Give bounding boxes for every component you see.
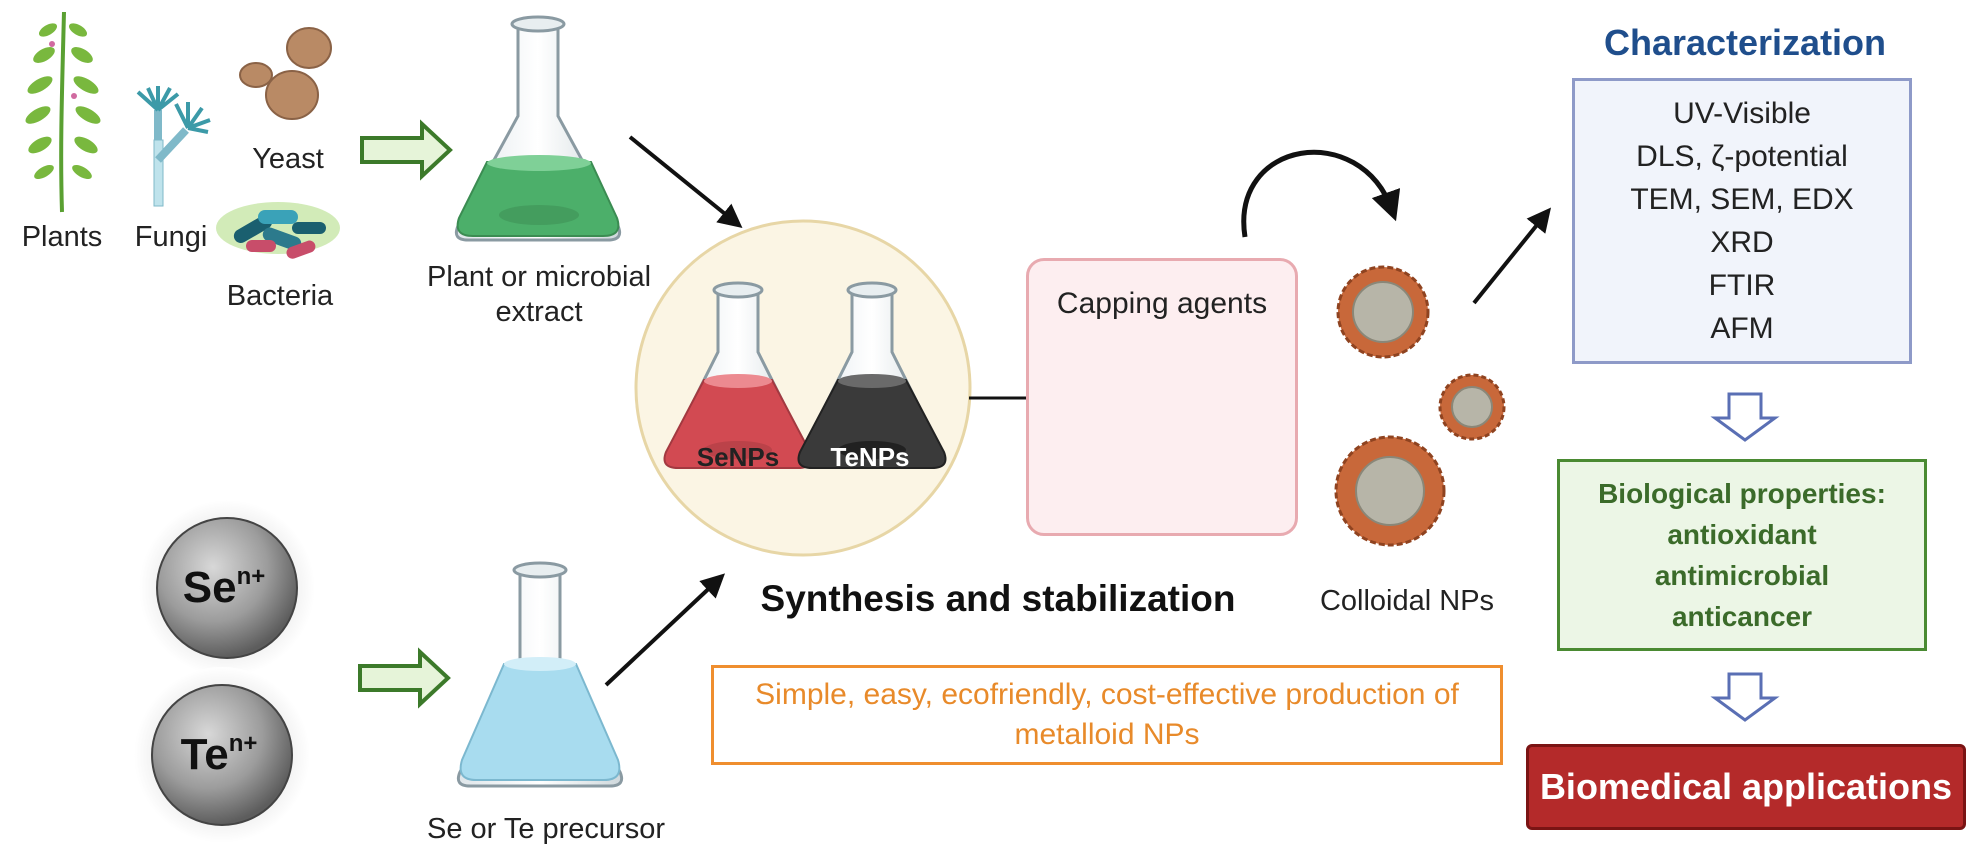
- precursor-label: Se or Te precursor: [426, 813, 666, 845]
- capping-agents-box: Capping agents: [1026, 258, 1298, 536]
- te-flask-icon: [797, 281, 947, 469]
- characterization-box: UV-Visible DLS, ζ-potential TEM, SEM, ED…: [1572, 78, 1912, 364]
- bio-heading: Biological properties:: [1598, 478, 1886, 509]
- extract-label-line2: extract: [495, 295, 583, 328]
- biological-properties-box: Biological properties: antioxidant antim…: [1557, 459, 1927, 651]
- method-afm: AFM: [1710, 312, 1774, 345]
- down-arrow-1: [1710, 392, 1780, 442]
- colloidal-label: Colloidal NPs: [1319, 585, 1495, 617]
- capping-agents-title: Capping agents: [1056, 287, 1268, 320]
- te-ion-base: Te: [180, 730, 229, 779]
- seNPs-label: SeNPs: [696, 442, 780, 472]
- se-ion-base: Se: [182, 563, 237, 612]
- bio-anticancer: anticancer: [1671, 601, 1813, 632]
- se-ion-charge: n+: [236, 563, 266, 590]
- colloidal-np-large-top: [1336, 265, 1430, 359]
- benefit-line2: metalloid NPs: [1014, 718, 1200, 751]
- method-ftir: FTIR: [1708, 269, 1776, 302]
- method-uv-visible: UV-Visible: [1673, 97, 1811, 130]
- teNPs-label: TeNPs: [830, 442, 910, 472]
- down-arrow-2: [1710, 672, 1780, 722]
- plants-label: Plants: [21, 221, 103, 253]
- colloidal-np-small: [1438, 373, 1506, 441]
- te-ion-ball: [134, 667, 310, 843]
- precursor-flask-icon: [456, 561, 624, 788]
- arrow-precursor-to-synthesis: [604, 573, 726, 687]
- bacteria-label: Bacteria: [226, 280, 334, 312]
- se-ion-ball: [139, 500, 315, 676]
- block-arrow-bottom: [358, 647, 451, 709]
- characterization-title: Characterization: [1603, 22, 1887, 63]
- te-ion-label: Ten+: [181, 730, 258, 780]
- bacteria-icon: [216, 202, 340, 259]
- extract-flask-icon: [454, 15, 622, 242]
- yeast-label: Yeast: [252, 143, 324, 175]
- block-arrow-top: [360, 119, 453, 181]
- arrow-to-characterization: [1472, 207, 1552, 305]
- colloidal-np-large-bottom: [1334, 435, 1446, 547]
- bio-antimicrobial: antimicrobial: [1654, 560, 1830, 591]
- fungi-icon: [136, 86, 211, 207]
- biomedical-applications-box: Biomedical applications: [1526, 744, 1966, 830]
- synthesis-label: Synthesis and stabilization: [760, 578, 1236, 619]
- arrow-extract-to-synthesis: [628, 135, 743, 229]
- extract-label-line1: Plant or microbial: [426, 261, 652, 293]
- extract-label: Plant or microbial extract: [427, 260, 651, 330]
- fungi-label: Fungi: [134, 221, 208, 253]
- curved-arrow-capping: [1241, 149, 1401, 238]
- te-ion-charge: n+: [228, 730, 258, 757]
- yeast-icon: [239, 27, 332, 120]
- se-ion-label: Sen+: [183, 563, 266, 613]
- bio-antioxidant: antioxidant: [1667, 519, 1817, 550]
- se-flask-icon: [663, 281, 813, 469]
- method-dls: DLS, ζ-potential: [1636, 140, 1848, 173]
- synthesis-circle: [634, 219, 972, 557]
- benefit-box: Simple, easy, ecofriendly, cost-effectiv…: [711, 665, 1503, 765]
- plant-icon: [25, 11, 101, 213]
- method-xrd: XRD: [1710, 226, 1774, 259]
- benefit-line1: Simple, easy, ecofriendly, cost-effectiv…: [755, 678, 1459, 711]
- method-microscopy: TEM, SEM, EDX: [1630, 183, 1854, 216]
